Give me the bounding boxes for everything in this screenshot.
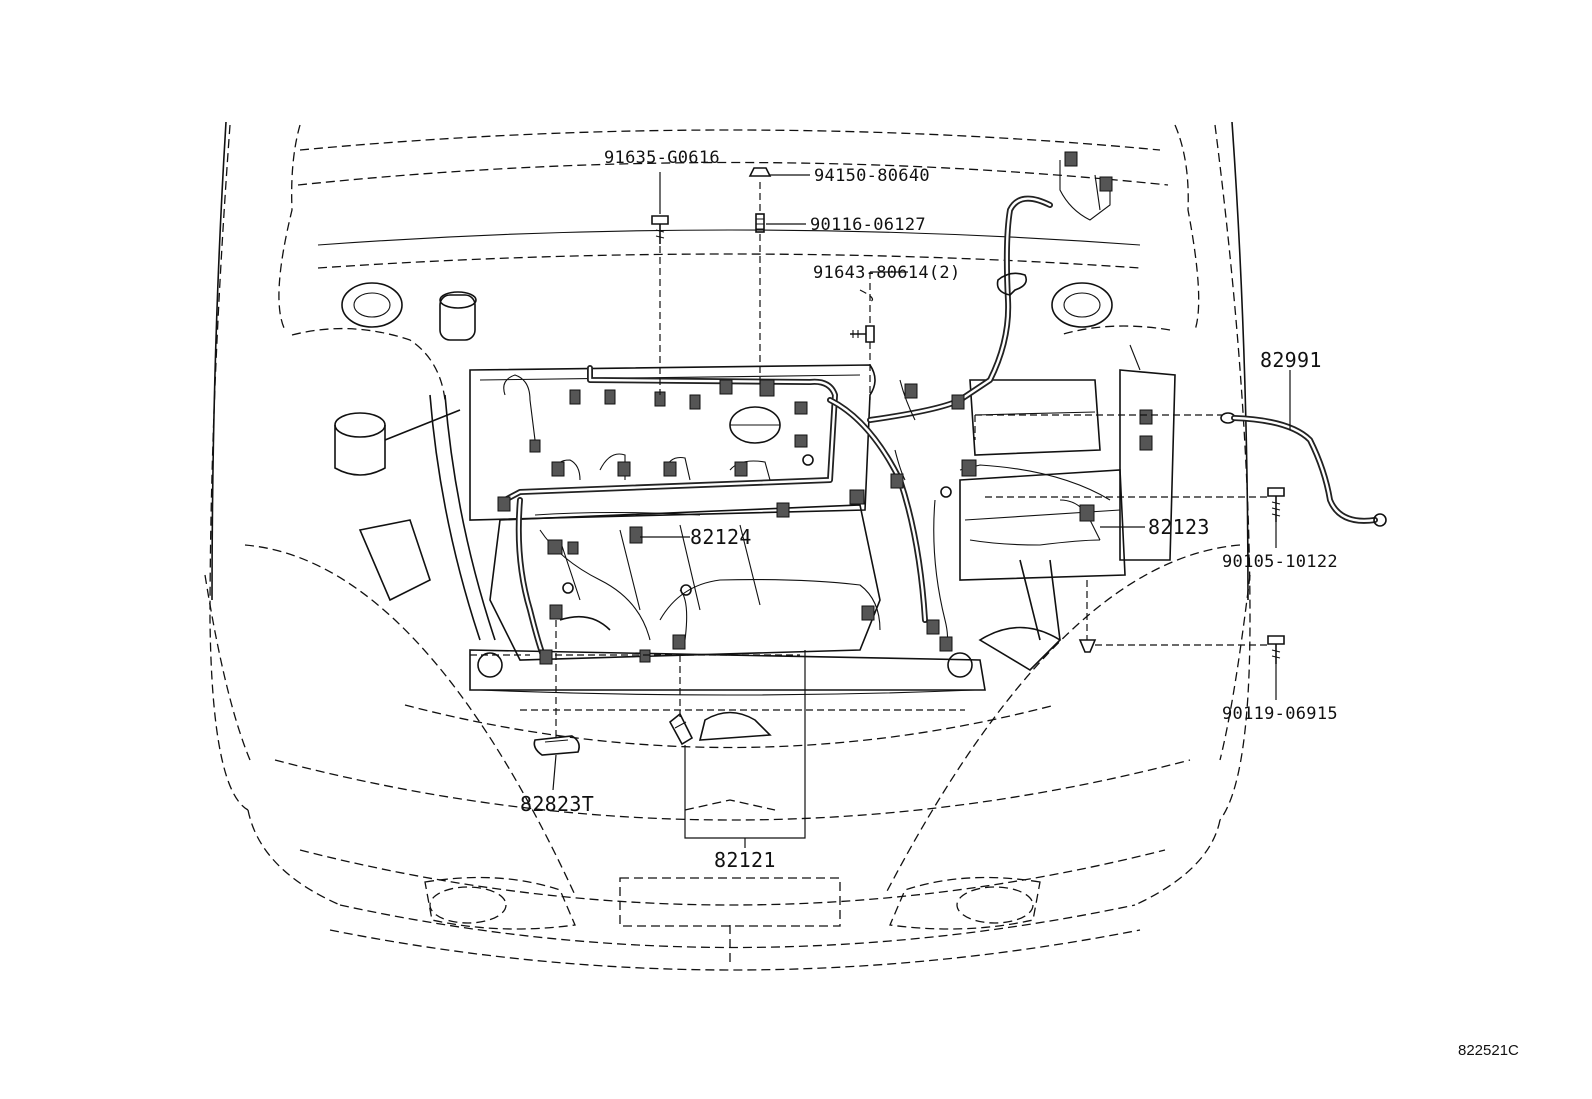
part-label-90119-06915: 90119-06915 — [1222, 704, 1338, 724]
nut-icon — [748, 167, 772, 177]
engine-wire-harness — [497, 151, 1153, 665]
part-label-82823T: 82823T — [520, 792, 594, 816]
leader-lines — [470, 172, 1291, 848]
part-label-82121: 82121 — [714, 848, 776, 872]
ground-strap-82991 — [1220, 412, 1387, 527]
protector-82823T — [533, 735, 580, 756]
stud-icon — [755, 213, 765, 233]
part-label-82124: 82124 — [690, 525, 752, 549]
vehicle-body-outline — [204, 121, 1251, 971]
part-label-90116-06127: 90116-06127 — [810, 215, 926, 235]
part-label-82123: 82123 — [1148, 515, 1210, 539]
bolt-icon — [850, 325, 875, 343]
part-labels: 91635-G0616 94150-80640 90116-06127 9164… — [520, 148, 1519, 1059]
part-label-82991: 82991 — [1260, 348, 1322, 372]
bolt-icon — [1267, 487, 1285, 522]
bolt-icon — [1267, 635, 1285, 664]
part-label-91635-G0616: 91635-G0616 — [604, 148, 720, 168]
part-label-94150-80640: 94150-80640 — [814, 166, 930, 186]
part-label-91643-80614: 91643-80614(2) — [813, 263, 961, 283]
diagram-reference-code: 822521C — [1458, 1042, 1519, 1059]
engine-bay — [334, 282, 1176, 741]
fasteners — [651, 167, 1285, 664]
bolt-icon — [651, 215, 669, 244]
part-label-90105-10122: 90105-10122 — [1222, 552, 1338, 572]
clamp-icon — [668, 712, 694, 746]
